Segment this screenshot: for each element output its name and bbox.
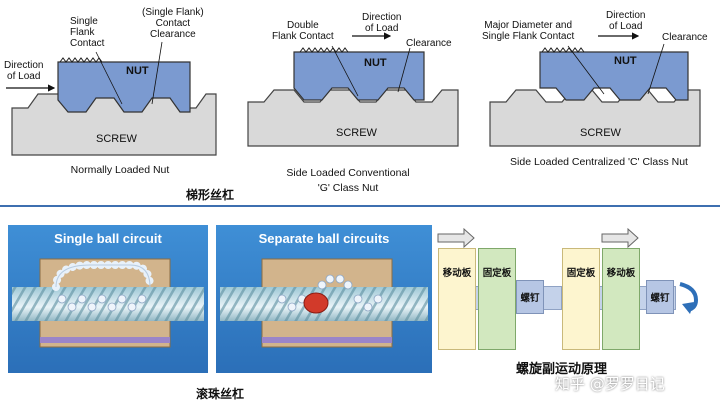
fixed-plate: 固定板 (562, 248, 600, 350)
principle-arrows (437, 228, 639, 249)
label-screw: SCREW (96, 133, 137, 145)
title-single-ball-circuit: Single ball circuit (54, 231, 162, 246)
section-title-trapezoidal: 梯形丝杠 (186, 188, 235, 202)
label-direction-of-load: Direction of Load (606, 10, 646, 32)
label-single-flank-contact: Single Flank Contact (70, 16, 105, 49)
section-divider (0, 205, 720, 207)
fixed-plate: 固定板 (478, 248, 516, 350)
label-screw: 螺钉 (520, 293, 540, 304)
label-screw: SCREW (580, 127, 621, 139)
label-clearance: Clearance (406, 38, 452, 49)
nut-seal (262, 337, 392, 343)
panel-normal-nut (6, 41, 217, 156)
panel-c-class (489, 32, 701, 147)
move-arrow-right (601, 228, 639, 249)
label-fixed-plate: 固定板 (482, 268, 512, 279)
pointer-clearance (397, 47, 411, 93)
label-moving-plate: 移动板 (606, 268, 636, 279)
ball-return-tube (55, 264, 151, 288)
principle-title: 螺旋副运动原理 (516, 362, 608, 377)
ball-deflector (303, 292, 329, 314)
label-contact-clearance: (Single Flank) Contact Clearance (142, 7, 204, 40)
label-screw: 螺钉 (650, 293, 670, 304)
label-double-flank-contact: Double Flank Contact (272, 20, 334, 42)
label-moving-plate: 移动板 (442, 268, 472, 279)
label-nut: NUT (126, 65, 149, 77)
panel-single-ball-circuit (8, 225, 208, 373)
label-fixed-plate: 固定板 (566, 268, 596, 279)
caption-g-class: Side Loaded Conventional 'G' Class Nut (286, 167, 410, 194)
serrated-edge (541, 47, 585, 53)
serrated-edge (299, 47, 349, 53)
nut-body (539, 51, 689, 101)
label-screw: SCREW (336, 127, 377, 139)
moving-plate: 移动板 (602, 248, 640, 350)
label-direction-of-load: Direction of Load (362, 12, 402, 34)
move-arrow-left (437, 228, 475, 249)
label-major-diameter-contact: Major Diameter and Single Flank Contact (482, 20, 575, 42)
panel-g-class (247, 32, 459, 147)
title-separate-ball-circuits: Separate ball circuits (258, 231, 390, 246)
rotation-arrow-icon (679, 282, 699, 314)
trapezoidal-diagrams (6, 32, 701, 156)
label-nut: NUT (364, 57, 387, 69)
pointer-contact (331, 45, 359, 97)
nut-body (293, 51, 425, 101)
balls-row (57, 294, 147, 312)
screw-head: 螺钉 (646, 280, 674, 314)
caption-c-class: Side Loaded Centralized 'C' Class Nut (510, 156, 688, 168)
pointer-contact (567, 45, 605, 95)
label-direction-of-load: Direction of Load (4, 60, 44, 82)
moving-plate: 移动板 (438, 248, 476, 350)
pointer-clearance (647, 43, 665, 95)
balls-row (277, 274, 383, 312)
screw-head: 螺钉 (516, 280, 544, 314)
label-clearance: Clearance (662, 32, 708, 43)
principle-right-group: 固定板 移动板 螺钉 (562, 248, 718, 352)
panel-separate-ball-circuits (216, 225, 432, 373)
serrated-edge (59, 57, 103, 63)
caption-normal-nut: Normally Loaded Nut (70, 164, 170, 176)
screw-shaft (12, 287, 204, 321)
label-nut: NUT (614, 55, 637, 67)
pointer-clearance (151, 41, 163, 105)
screw-thread (247, 89, 459, 147)
pointer-contact (95, 51, 123, 105)
principle-left-group: 移动板 固定板 螺钉 (438, 248, 568, 352)
watermark: 知乎 @罗罗日记 (555, 375, 665, 393)
nut-seal (40, 337, 170, 343)
ballscrew-diagrams (8, 225, 432, 373)
section-title-ballscrew: 滚珠丝杠 (196, 387, 245, 401)
